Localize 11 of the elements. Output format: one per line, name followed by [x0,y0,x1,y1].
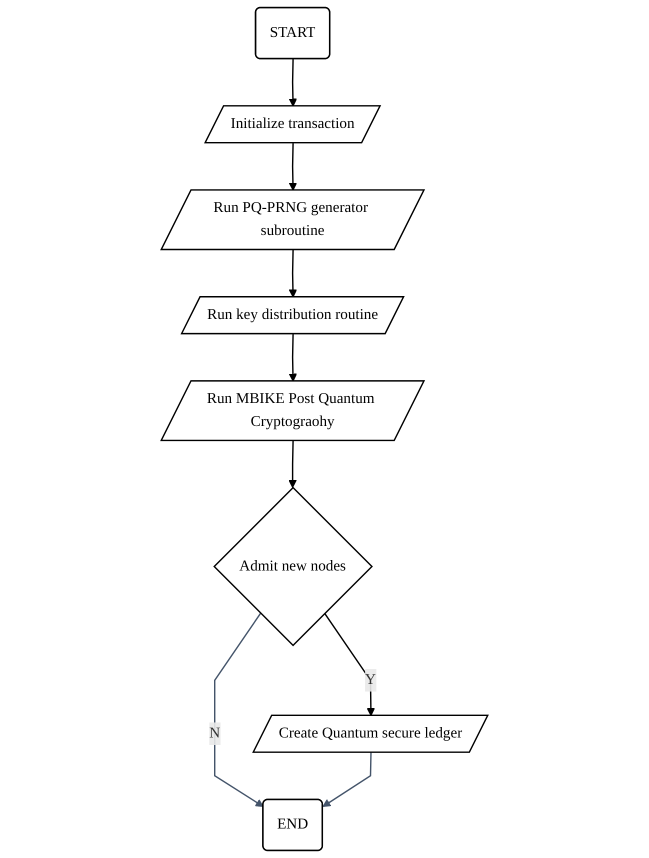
node-diamond: Admit new nodes [213,486,373,646]
arrow [324,612,376,716]
arrow [288,334,298,382]
arrow [288,59,298,107]
arrow [214,612,264,808]
edge-label: Y [365,672,376,688]
arrow [288,250,298,298]
arrow [288,143,298,191]
edge-label: N [209,725,220,742]
arrow [288,440,297,488]
arrow [322,752,372,808]
